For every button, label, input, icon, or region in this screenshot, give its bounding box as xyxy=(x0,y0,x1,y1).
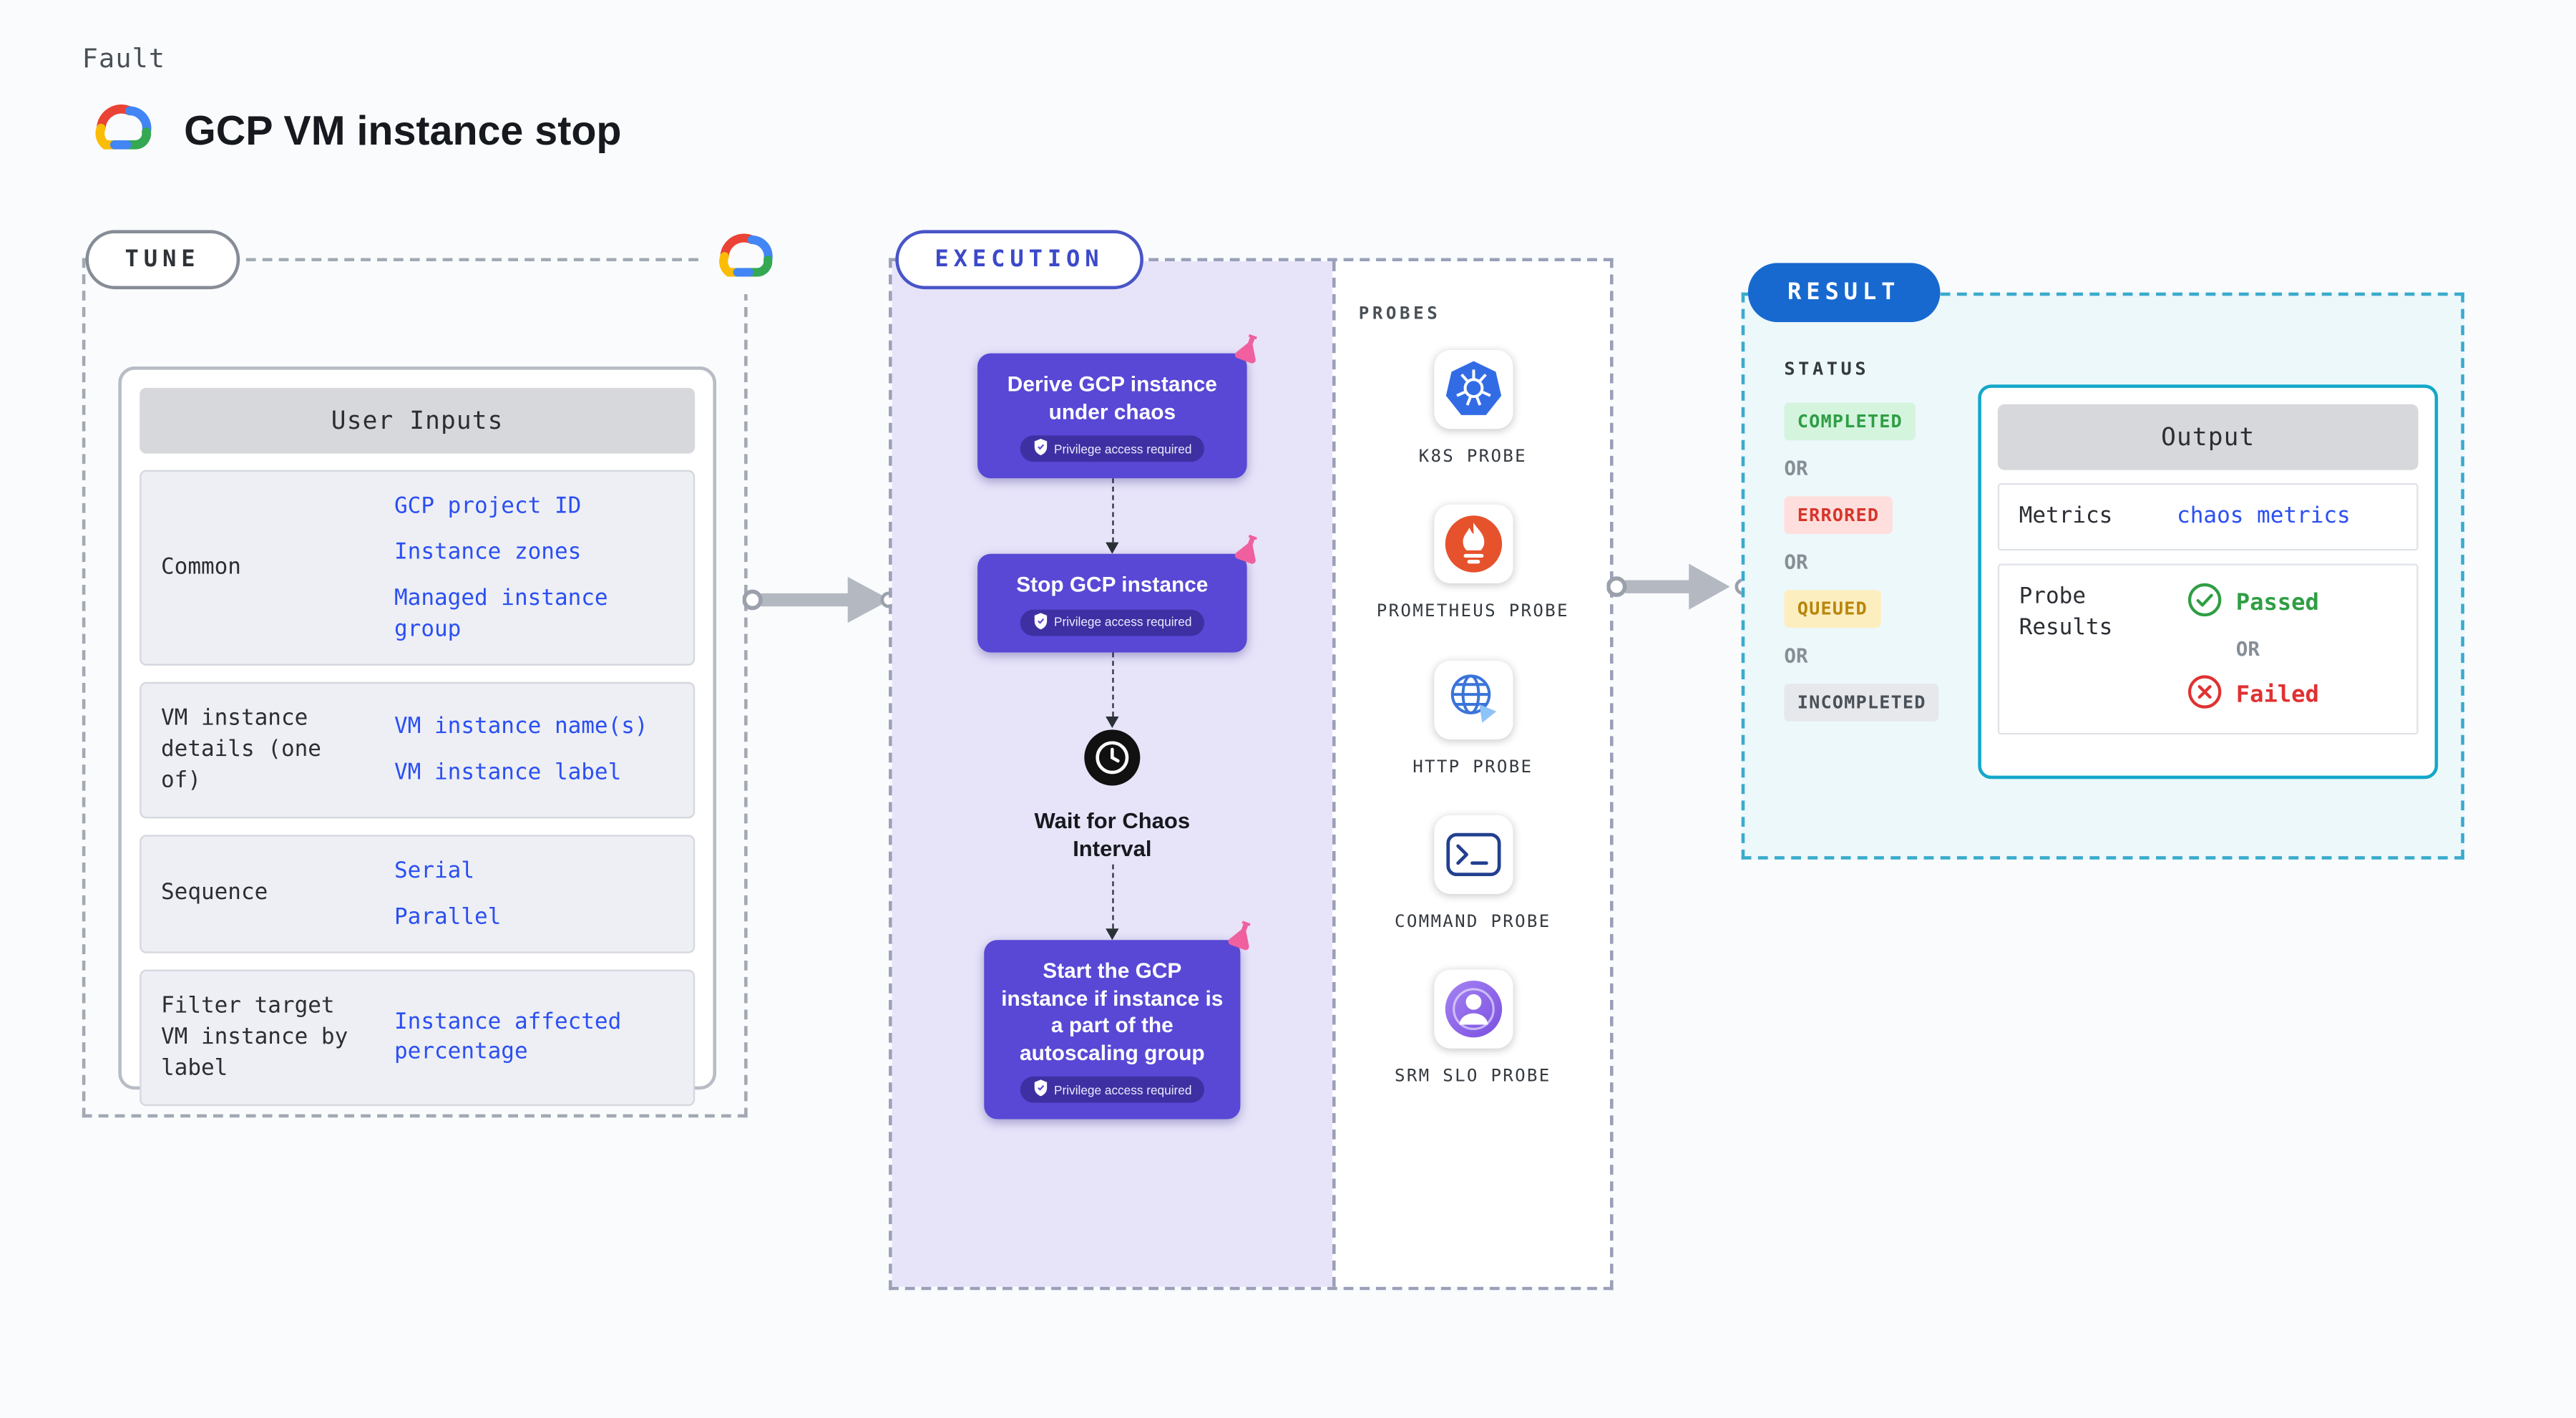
input-row-sequence: Sequence Serial Parallel xyxy=(140,834,696,953)
output-header: Output xyxy=(1997,404,2419,470)
result-section: RESULT STATUS COMPLETED OR ERRORED OR QU… xyxy=(1741,263,2464,860)
or-separator: OR xyxy=(1784,457,1808,480)
status-incompleted-badge: INCOMPLETED xyxy=(1784,684,1940,722)
value-gcp-project-id[interactable]: GCP project ID xyxy=(394,492,582,520)
step-title: Derive GCP instance under chaos xyxy=(1007,371,1217,424)
flow-connector xyxy=(1106,652,1119,728)
page-title: GCP VM instance stop xyxy=(184,107,622,154)
terminal-icon xyxy=(1433,815,1513,894)
privilege-badge-label: Privilege access required xyxy=(1054,615,1192,631)
execution-section: EXECUTION Derive GCP instance under chao… xyxy=(889,230,1614,1291)
probes-panel: PROBES K8S PROBE xyxy=(1332,261,1611,1287)
probe-http: HTTP PROBE xyxy=(1366,659,1579,780)
status-queued-badge: QUEUED xyxy=(1784,590,1881,628)
check-circle-icon xyxy=(2187,582,2223,625)
chaos-metrics-link[interactable]: chaos metrics xyxy=(2177,503,2351,530)
chaos-flask-icon xyxy=(1232,533,1265,573)
page-header: GCP VM instance stop xyxy=(82,95,622,167)
probe-result-failed: Failed xyxy=(2187,674,2319,717)
tune-pill: TUNE xyxy=(85,230,240,290)
kubernetes-icon xyxy=(1433,350,1513,429)
output-row-metrics: Metrics chaos metrics xyxy=(1997,483,2419,550)
gcp-logo-icon xyxy=(82,95,158,167)
flow-connector xyxy=(1106,864,1119,941)
privilege-shield-icon xyxy=(1033,1080,1048,1100)
prometheus-icon xyxy=(1433,505,1513,584)
result-pill: RESULT xyxy=(1747,263,1940,323)
probe-command: COMMAND PROBE xyxy=(1366,815,1579,935)
or-separator: OR xyxy=(1784,550,1808,574)
probe-label: SRM SLO PROBE xyxy=(1395,1067,1551,1087)
passed-label: Passed xyxy=(2235,589,2319,616)
value-vm-instance-names[interactable]: VM instance name(s) xyxy=(394,713,648,740)
privilege-badge: Privilege access required xyxy=(1019,609,1205,636)
value-parallel[interactable]: Parallel xyxy=(394,903,502,930)
user-inputs-card: User Inputs Common GCP project ID Instan… xyxy=(118,366,717,1106)
flow-arrow-tune-to-execution xyxy=(742,576,894,623)
flow-arrow-execution-to-result xyxy=(1606,563,1752,610)
status-column: STATUS COMPLETED OR ERRORED OR QUEUED OR… xyxy=(1784,358,1940,722)
status-completed-badge: COMPLETED xyxy=(1784,402,1916,441)
step-start-gcp-instance[interactable]: Start the GCP instance if instance is a … xyxy=(984,921,1251,1120)
step-stop-gcp-instance[interactable]: Stop GCP instance Privilege access requi… xyxy=(977,535,1257,653)
probe-srm-slo: SRM SLO PROBE xyxy=(1366,969,1579,1090)
probes-title: PROBES xyxy=(1358,303,1441,324)
x-circle-icon xyxy=(2187,674,2223,717)
value-instance-affected-percentage[interactable]: Instance affected percentage xyxy=(394,1009,622,1066)
status-title: STATUS xyxy=(1784,358,1870,380)
step-derive-gcp-instance[interactable]: Derive GCP instance under chaos Privileg… xyxy=(977,334,1257,479)
gcp-logo-icon-small xyxy=(701,218,784,294)
execution-flow: Derive GCP instance under chaos Privileg… xyxy=(892,261,1332,1287)
input-row-vm-details: VM instance details (one of) VM instance… xyxy=(140,681,696,818)
tune-section: TUNE User Inputs Common GCP project ID I… xyxy=(82,218,784,1118)
chaos-flask-icon xyxy=(1226,918,1259,959)
flow-connector xyxy=(1106,478,1119,555)
clock-icon xyxy=(1083,728,1142,794)
output-card: Output Metrics chaos metrics Probe Resul… xyxy=(1978,384,2439,780)
value-serial[interactable]: Serial xyxy=(394,857,475,884)
metrics-label: Metrics xyxy=(2019,502,2113,530)
input-row-label: Common xyxy=(161,553,241,581)
status-errored-badge: ERRORED xyxy=(1784,496,1893,535)
probe-label: PROMETHEUS PROBE xyxy=(1376,601,1569,622)
privilege-badge-label: Privilege access required xyxy=(1054,1082,1192,1098)
probe-k8s: K8S PROBE xyxy=(1366,350,1579,470)
wait-label: Wait for Chaos Interval xyxy=(1034,808,1191,863)
probe-results-label: Probe Results xyxy=(2019,583,2113,641)
or-separator: OR xyxy=(2235,637,2260,661)
value-vm-instance-label[interactable]: VM instance label xyxy=(394,759,622,786)
step-title: Start the GCP instance if instance is a … xyxy=(1001,958,1224,1065)
step-title: Stop GCP instance xyxy=(1016,572,1209,597)
chaos-flask-icon xyxy=(1232,332,1265,373)
or-separator: OR xyxy=(1784,644,1808,668)
privilege-badge: Privilege access required xyxy=(1019,435,1205,462)
privilege-shield-icon xyxy=(1033,613,1048,633)
probe-prometheus: PROMETHEUS PROBE xyxy=(1366,505,1579,625)
probe-label: COMMAND PROBE xyxy=(1395,911,1551,932)
probe-result-passed: Passed xyxy=(2187,582,2319,625)
user-inputs-header: User Inputs xyxy=(140,387,696,454)
fault-kicker: Fault xyxy=(82,42,166,74)
input-row-label: Filter target VM instance by label xyxy=(161,992,348,1082)
privilege-badge-label: Privilege access required xyxy=(1054,442,1192,457)
probe-label: K8S PROBE xyxy=(1418,447,1527,467)
probe-label: HTTP PROBE xyxy=(1413,757,1533,777)
input-row-common: Common GCP project ID Instance zones Man… xyxy=(140,470,696,666)
value-instance-zones[interactable]: Instance zones xyxy=(394,539,582,566)
input-row-label: VM instance details (one of) xyxy=(161,704,321,794)
value-managed-instance-group[interactable]: Managed instance group xyxy=(394,586,608,642)
step-wait-for-chaos-interval: Wait for Chaos Interval xyxy=(1014,728,1211,865)
input-row-filter-by-label: Filter target VM instance by label Insta… xyxy=(140,969,696,1106)
privilege-badge: Privilege access required xyxy=(1019,1077,1205,1104)
user-orbit-icon xyxy=(1433,969,1513,1049)
failed-label: Failed xyxy=(2235,681,2319,709)
globe-icon xyxy=(1433,659,1513,739)
privilege-shield-icon xyxy=(1033,439,1048,460)
output-row-probe-results: Probe Results Passed OR xyxy=(1997,563,2419,735)
input-row-label: Sequence xyxy=(161,880,268,906)
execution-pill: EXECUTION xyxy=(895,230,1143,290)
